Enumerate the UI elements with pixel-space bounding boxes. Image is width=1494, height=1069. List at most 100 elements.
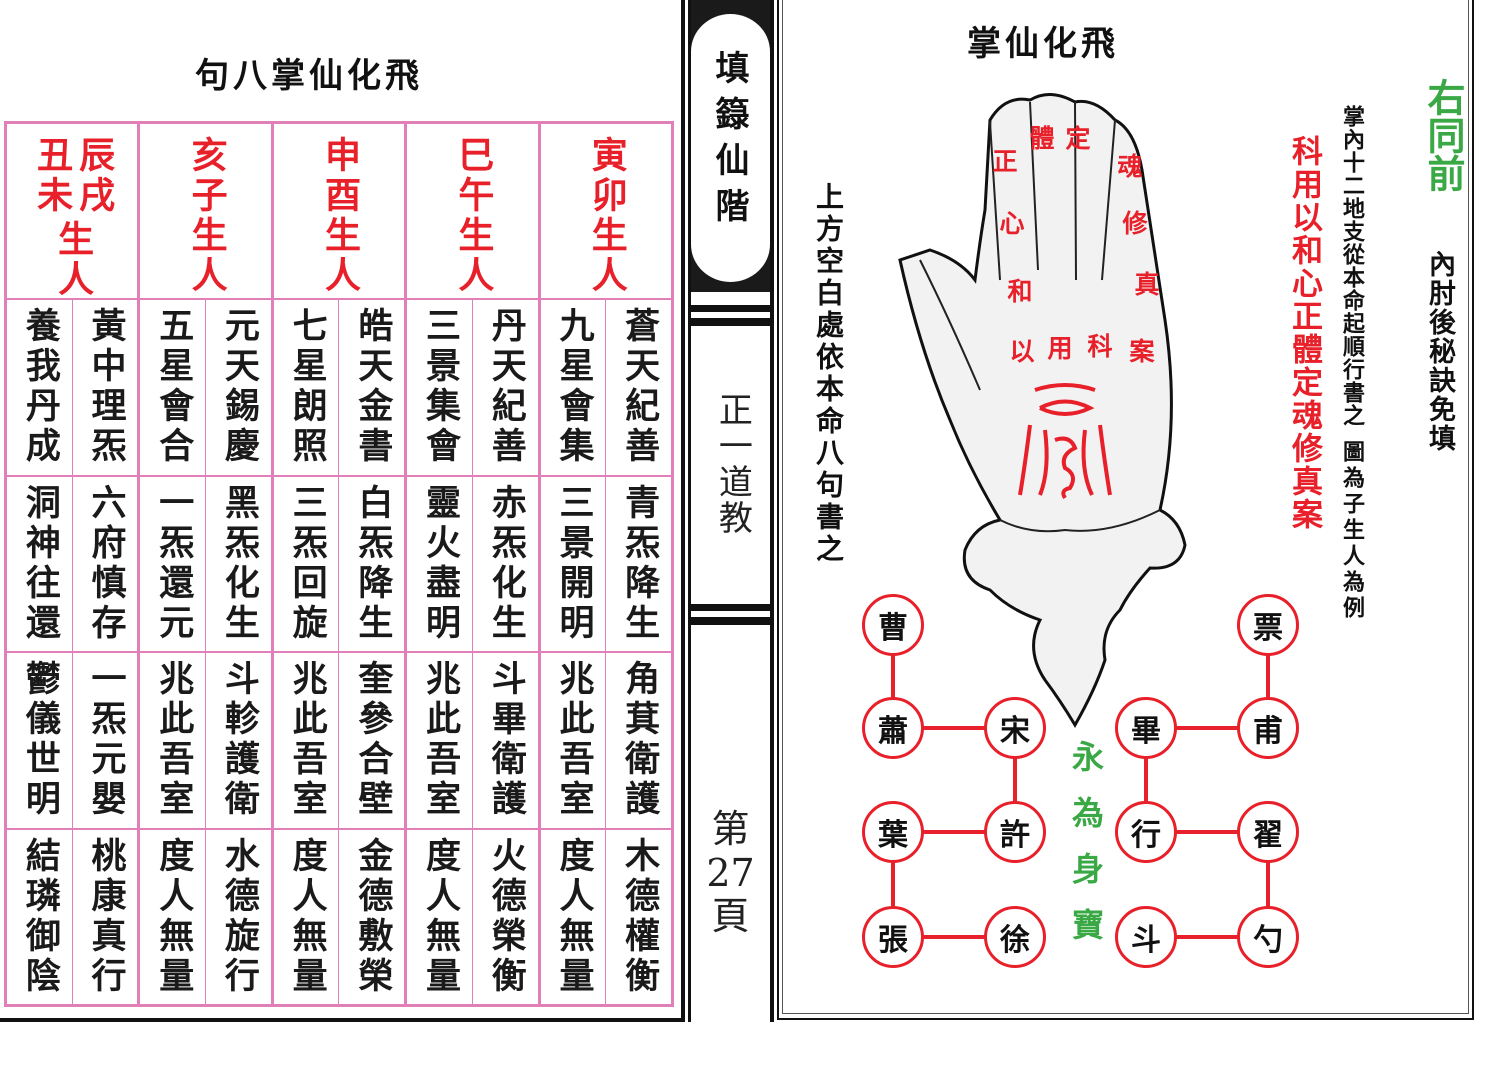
spine-title-oval [691, 14, 770, 282]
verse-cell: 木德權衡 [605, 829, 671, 1004]
group-header: 申酉生人 [273, 124, 405, 300]
divider [691, 604, 770, 611]
page-border [777, 0, 1474, 1020]
star-circle: 斗 [1115, 906, 1177, 968]
verse-row: 六府慎存洞神往還 [6, 476, 138, 653]
hand-label: 修 [1122, 209, 1148, 238]
verse-text: 七星朗照 [286, 307, 327, 468]
page-prefix: 第 [711, 807, 750, 851]
verse-cell: 度人無量 [407, 830, 472, 1005]
spine-subtitle: 正一道教 [712, 392, 753, 536]
verse-row: 桃康真行結璘御陰 [7, 829, 138, 1005]
verse-row: 斗畢衛護兆此吾室 [407, 653, 538, 830]
group-header-label: 巳午生人 [452, 136, 494, 296]
verse-text: 度人無量 [153, 836, 194, 997]
verse-text: 兆此吾室 [420, 660, 461, 821]
star-circle: 甫 [1237, 697, 1299, 759]
divider [691, 305, 770, 312]
hand-label: 科 [1087, 332, 1113, 361]
star-circle: 票 [1237, 594, 1299, 656]
verse-cell: 度人無量 [274, 830, 339, 1005]
note-palm-branches: 掌內十二地支從本命起順行書之 [1339, 105, 1364, 427]
note-example: 圖為子生人為例 [1339, 440, 1364, 622]
verse-cell: 水德旋行 [205, 829, 271, 1004]
verse-row: 奎參合壁兆此吾室 [273, 653, 405, 830]
verse-text: 一炁元嬰 [85, 660, 126, 821]
verse-text: 青炁降生 [619, 483, 660, 644]
note-blank-area: 上方空白處依本命八句書之 [812, 182, 845, 566]
star-circle: 勺 [1237, 906, 1299, 968]
hand-illustration [898, 93, 1187, 728]
verse-text: 一炁還元 [153, 483, 194, 644]
zodiac-group: 申酉生人皓天金書七星朗照白炁降生三炁回旋奎參合壁兆此吾室金德敷榮度人無量 [270, 124, 405, 1005]
verse-text: 養我丹成 [19, 307, 60, 468]
verse-text: 白炁降生 [352, 483, 393, 644]
group-header-bottom: 生人 [52, 220, 94, 300]
verse-text: 洞神往還 [19, 483, 60, 644]
verse-cell: 一炁元嬰 [71, 653, 138, 828]
verse-cell: 養我丹成 [7, 300, 72, 475]
hand-label: 魂 [1117, 152, 1143, 181]
verse-text: 五星會合 [153, 307, 194, 468]
verse-text: 九星會集 [553, 307, 594, 468]
verse-text: 斗畢衛護 [485, 660, 526, 821]
verse-cell: 皓天金書 [338, 300, 404, 475]
group-header-label: 亥子生人 [185, 136, 227, 296]
verse-text: 水德旋行 [218, 836, 259, 997]
verse-row: 金德敷榮度人無量 [274, 829, 404, 1005]
verse-text: 度人無量 [553, 836, 594, 997]
verse-cell: 黃中理炁 [71, 300, 138, 475]
verse-cell: 度人無量 [541, 830, 606, 1005]
star-circle: 葉 [862, 801, 924, 863]
group-header-label: 申酉生人 [318, 136, 360, 296]
group-header-stack: 辰戌丑未生人 [31, 136, 115, 300]
verse-text: 元天錫慶 [218, 307, 259, 468]
page-number-value: 27 [706, 850, 755, 895]
verse-row: 白炁降生三炁回旋 [273, 476, 405, 653]
verse-cell: 六府慎存 [71, 476, 138, 651]
verse-text: 兆此吾室 [153, 660, 194, 821]
verse-text: 丹天紀善 [485, 307, 526, 468]
hand-label: 定 [1065, 124, 1091, 153]
verse-cell: 結璘御陰 [7, 830, 72, 1005]
verse-cell: 洞神往還 [7, 477, 72, 652]
verse-cell: 三景集會 [407, 300, 472, 475]
verse-text: 奎參合壁 [352, 660, 393, 821]
verse-text: 桃康真行 [85, 836, 126, 997]
group-header: 巳午生人 [407, 124, 538, 300]
verse-cell: 兆此吾室 [541, 653, 606, 828]
verse-cell: 丹天紀善 [471, 300, 538, 475]
verse-text: 蒼天紀善 [619, 307, 660, 468]
verse-text: 兆此吾室 [553, 660, 594, 821]
verse-text: 木德權衡 [619, 836, 660, 997]
hand-label: 體 [1029, 124, 1055, 153]
verse-cell: 元天錫慶 [205, 300, 271, 475]
star-circle: 翟 [1237, 801, 1299, 863]
verse-cell: 桃康真行 [71, 829, 138, 1004]
zodiac-group: 辰戌丑未生人黃中理炁養我丹成六府慎存洞神往還一炁元嬰鬱儀世明桃康真行結璘御陰 [6, 124, 138, 1005]
page-suffix: 頁 [711, 894, 750, 939]
right-page-title: 掌仙化飛 [967, 24, 1119, 64]
seal-glyph [1018, 383, 1112, 500]
verse-text: 斗軫護衛 [218, 660, 259, 821]
verse-cell: 白炁降生 [338, 476, 404, 651]
hand-label: 用 [1047, 334, 1073, 363]
verse-text: 靈火盡明 [420, 483, 461, 644]
verse-row: 黑炁化生一炁還元 [140, 476, 271, 653]
verse-cell: 兆此吾室 [274, 653, 339, 828]
group-header: 辰戌丑未生人 [6, 124, 138, 300]
verse-text: 鬱儀世明 [19, 660, 60, 821]
divider [691, 318, 770, 326]
verse-text: 結璘御陰 [19, 836, 60, 997]
star-circle: 許 [984, 801, 1046, 863]
verse-text: 角萁衛護 [619, 660, 660, 821]
hand-label: 正 [992, 147, 1018, 176]
group-header-right: 辰戌 [73, 136, 115, 216]
page-border-inner [782, 0, 1469, 1014]
hand-label: 以 [1009, 337, 1035, 366]
verse-cell: 一炁還元 [140, 477, 205, 652]
verse-row: 丹天紀善三景集會 [407, 300, 538, 477]
hand-label: 案 [1129, 337, 1155, 366]
page-border [681, 0, 685, 1022]
verse-cell: 赤炁化生 [471, 476, 538, 651]
